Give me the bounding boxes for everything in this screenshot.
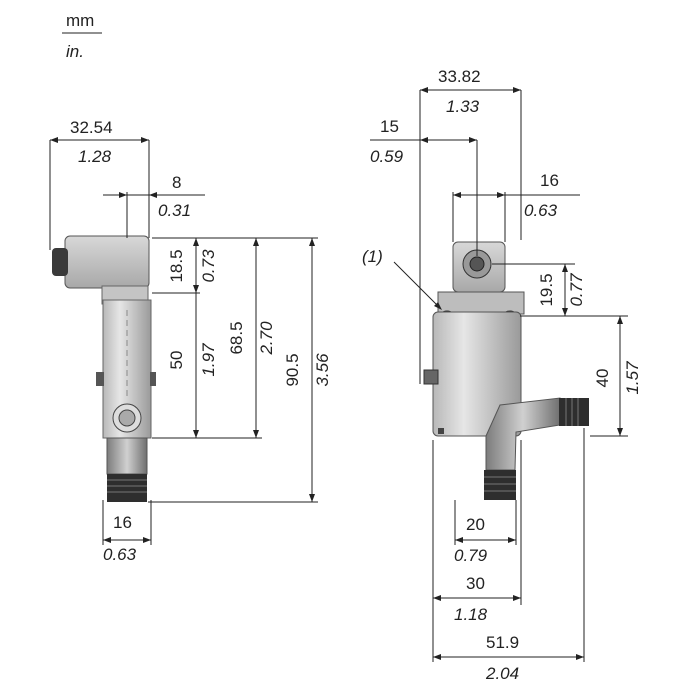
side-head-height-in: 0.73 xyxy=(199,249,218,283)
front-body-width-mm: 30 xyxy=(466,574,485,593)
front-body-width-in: 1.18 xyxy=(454,605,488,624)
callout-label: (1) xyxy=(362,247,383,266)
front-cable-height-in: 1.57 xyxy=(623,361,642,395)
front-cable-offset-in: 0.79 xyxy=(454,546,488,565)
side-view-dimensions: 32.54 1.28 8 0.31 18.5 0.73 50 1.97 68.5… xyxy=(49,118,332,564)
side-clip-right xyxy=(150,372,156,386)
unit-in: in. xyxy=(66,42,84,61)
side-connector xyxy=(106,437,148,475)
front-cable-height-mm: 40 xyxy=(593,369,612,388)
side-total-body-mm: 68.5 xyxy=(227,321,246,354)
callout-leader xyxy=(393,261,441,309)
side-width-bottom-in: 0.63 xyxy=(103,545,137,564)
front-head-offset-mm: 19.5 xyxy=(537,273,556,306)
side-connector-thread xyxy=(107,474,147,502)
front-width-top-mm: 33.82 xyxy=(438,67,481,86)
front-head-offset-in: 0.77 xyxy=(567,273,586,307)
side-clip-left xyxy=(96,372,104,386)
front-connector-bottom xyxy=(484,470,516,500)
front-connector-side xyxy=(559,398,589,426)
side-total-height-mm: 90.5 xyxy=(283,353,302,386)
side-head xyxy=(64,235,150,289)
front-offset-left-in: 0.59 xyxy=(370,147,404,166)
side-offset-mm: 8 xyxy=(172,173,181,192)
front-offset-left-mm: 15 xyxy=(380,117,399,136)
front-total-width-mm: 51.9 xyxy=(486,633,519,652)
front-cable-offset-mm: 20 xyxy=(466,515,485,534)
side-plunger xyxy=(52,248,68,276)
side-body-height-mm: 50 xyxy=(167,351,186,370)
front-head-width-in: 0.63 xyxy=(524,201,558,220)
side-offset-in: 0.31 xyxy=(158,201,191,220)
side-width-bottom-mm: 16 xyxy=(113,513,132,532)
front-head-width-mm: 16 xyxy=(540,171,559,190)
front-width-top-in: 1.33 xyxy=(446,97,480,116)
front-head-knob-inner xyxy=(469,256,485,272)
side-screw-inner xyxy=(118,409,136,427)
side-total-height-in: 3.56 xyxy=(313,353,332,387)
side-body-height-in: 1.97 xyxy=(199,343,218,377)
side-width-top-in: 1.28 xyxy=(78,147,112,166)
side-view-device xyxy=(52,235,156,502)
front-clip xyxy=(423,369,439,385)
side-width-top-mm: 32.54 xyxy=(70,118,113,137)
front-view-device xyxy=(423,241,589,500)
units-legend: mm in. xyxy=(62,11,102,61)
side-head-height-mm: 18.5 xyxy=(167,249,186,282)
front-view-dimensions: 33.82 1.33 15 0.59 16 0.63 19.5 0.77 40 … xyxy=(362,67,642,683)
unit-mm: mm xyxy=(66,11,94,30)
front-total-width-in: 2.04 xyxy=(485,664,519,683)
side-total-body-in: 2.70 xyxy=(257,321,276,356)
